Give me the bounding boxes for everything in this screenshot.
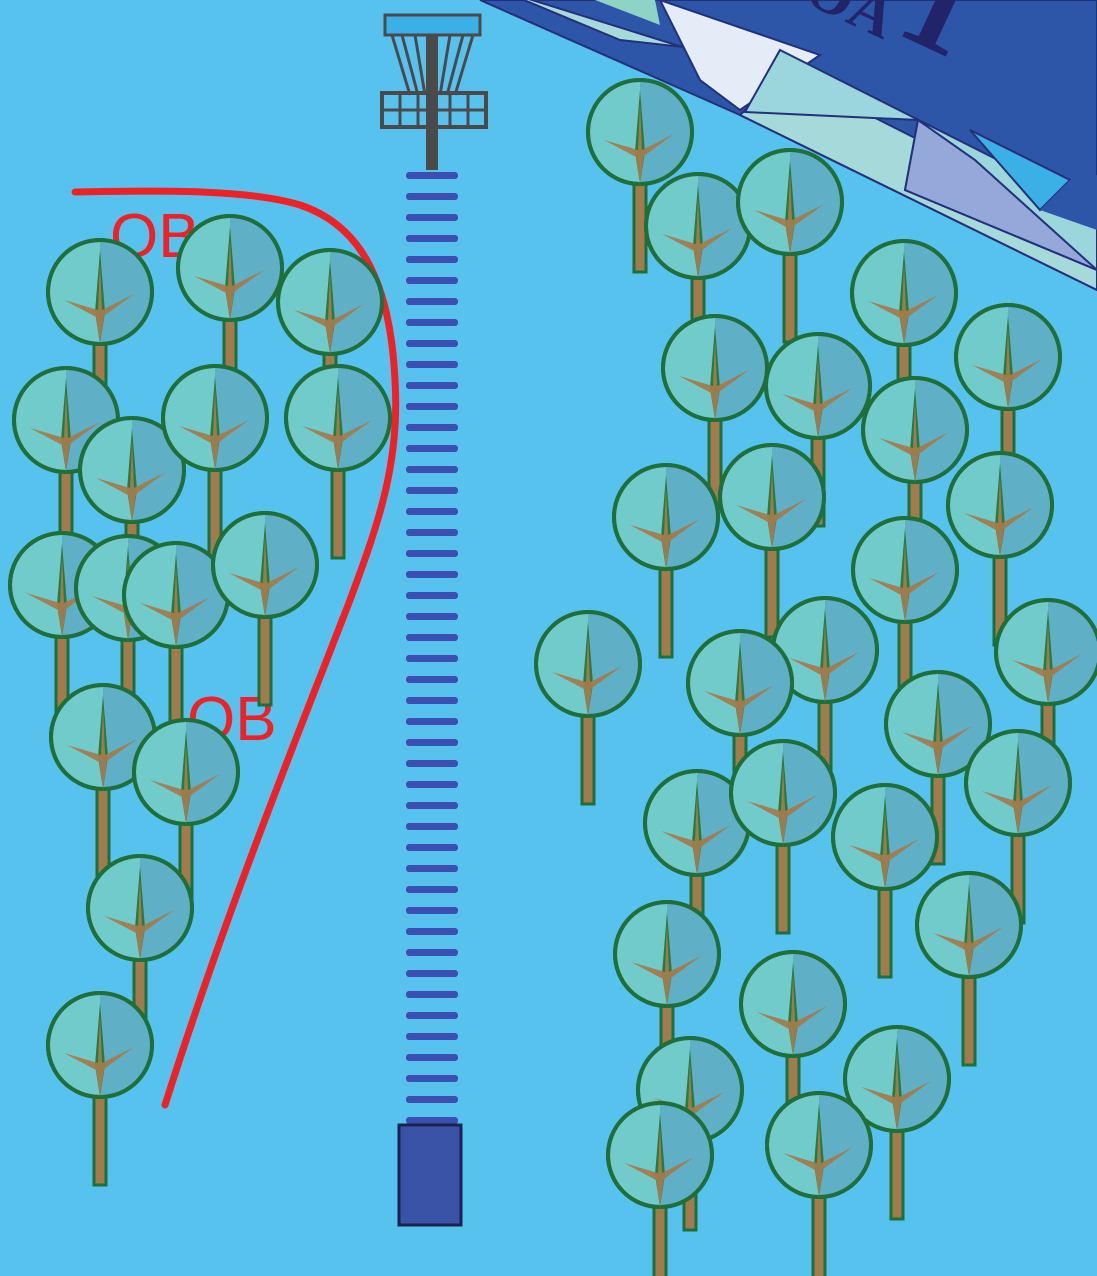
fairway-dash bbox=[406, 949, 458, 956]
fairway-dash bbox=[406, 172, 458, 179]
fairway-dash bbox=[406, 529, 458, 536]
fairway-dash bbox=[406, 1033, 458, 1040]
fairway-dash bbox=[406, 970, 458, 977]
fairway-dash bbox=[406, 550, 458, 557]
fairway-dash bbox=[406, 760, 458, 767]
fairway-dash bbox=[406, 697, 458, 704]
fairway-dash bbox=[406, 676, 458, 683]
tree-icon bbox=[738, 150, 842, 342]
tree-icon bbox=[48, 993, 152, 1185]
fairway-path bbox=[406, 172, 458, 1124]
tree-icon bbox=[536, 612, 640, 804]
tree-icon bbox=[917, 873, 1021, 1065]
fairway-dash bbox=[406, 718, 458, 725]
fairway-dash bbox=[406, 1054, 458, 1061]
fairway-dash bbox=[406, 634, 458, 641]
fairway-dash bbox=[406, 193, 458, 200]
tee-pad-icon bbox=[399, 1125, 461, 1225]
fairway-dash bbox=[406, 382, 458, 389]
fairway-dash bbox=[406, 235, 458, 242]
fairway-dash bbox=[406, 844, 458, 851]
fairway-dash bbox=[406, 1117, 458, 1124]
fairway-dash bbox=[406, 823, 458, 830]
tree-icon bbox=[608, 1103, 712, 1276]
fairway-dash bbox=[406, 466, 458, 473]
fairway-dash bbox=[406, 907, 458, 914]
fairway-dash bbox=[406, 655, 458, 662]
fairway-dash bbox=[406, 1012, 458, 1019]
fairway-dash bbox=[406, 781, 458, 788]
tree-icon bbox=[614, 465, 718, 657]
fairway-dash bbox=[406, 991, 458, 998]
fairway-dash bbox=[406, 508, 458, 515]
fairway-dash bbox=[406, 298, 458, 305]
fairway-dash bbox=[406, 865, 458, 872]
fairway-dash bbox=[406, 319, 458, 326]
fairway-dash bbox=[406, 277, 458, 284]
fairway-dash bbox=[406, 256, 458, 263]
fairway-dash bbox=[406, 214, 458, 221]
fairway-dash bbox=[406, 1075, 458, 1082]
fairway-dash bbox=[406, 739, 458, 746]
fairway-dash bbox=[406, 424, 458, 431]
fairway-dash bbox=[406, 445, 458, 452]
fairway-dash bbox=[406, 613, 458, 620]
fairway-dash bbox=[406, 592, 458, 599]
fairway-dash bbox=[406, 886, 458, 893]
fairway-dash bbox=[406, 403, 458, 410]
tree-icon bbox=[767, 1093, 871, 1276]
fairway-dash bbox=[406, 487, 458, 494]
fairway-dash bbox=[406, 340, 458, 347]
fairway-dash bbox=[406, 361, 458, 368]
disc-golf-basket-icon bbox=[382, 15, 486, 170]
fairway-dash bbox=[406, 928, 458, 935]
fairway-dash bbox=[406, 1096, 458, 1103]
fairway-dash bbox=[406, 802, 458, 809]
tree-icon bbox=[213, 513, 317, 705]
fairway-dash bbox=[406, 571, 458, 578]
